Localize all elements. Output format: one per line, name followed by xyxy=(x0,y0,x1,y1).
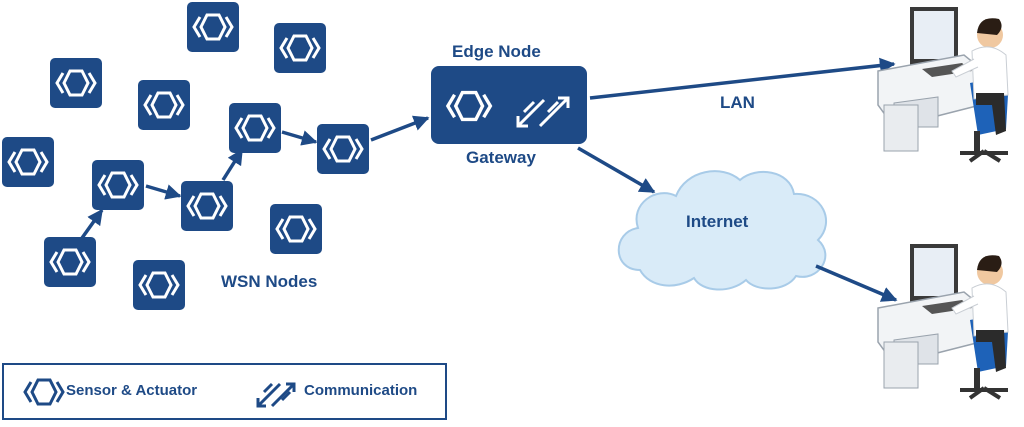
edge-node xyxy=(431,66,587,144)
sensor-node-icon xyxy=(227,101,283,155)
edge-sensor-icon xyxy=(445,90,493,122)
legend-sensor-actuator-label: Sensor & Actuator xyxy=(66,382,198,399)
sensor-node-icon xyxy=(42,235,98,289)
sensor-actuator-icon xyxy=(23,378,65,406)
sensor-node-icon xyxy=(179,179,235,233)
wsn-nodes-label: WSN Nodes xyxy=(221,272,318,291)
legend-communication-label: Communication xyxy=(304,382,418,399)
lan-label: LAN xyxy=(720,93,755,112)
edge-node-label: Edge Node xyxy=(452,42,541,61)
sensor-node-icon xyxy=(272,21,328,75)
wsn-chain-arrows xyxy=(80,115,430,240)
sensor-node-icon xyxy=(136,78,192,132)
workstation-internet-icon xyxy=(876,242,1010,400)
lan-arrow xyxy=(589,57,896,100)
legend: Sensor & Actuator Communication xyxy=(2,363,447,420)
wsn-nodes xyxy=(0,0,371,312)
internet-to-workstation-arrow xyxy=(815,264,898,302)
communication-icon xyxy=(256,382,296,408)
arrow-node5-edge xyxy=(370,115,430,142)
internet-cloud xyxy=(617,170,828,291)
edge-communication-icon xyxy=(516,96,570,128)
arrow-node2-node3 xyxy=(145,184,182,200)
sensor-node-icon xyxy=(268,202,324,256)
internet-label: Internet xyxy=(686,212,749,231)
sensor-node-icon xyxy=(315,122,371,176)
arrow-node1-node2 xyxy=(80,208,104,240)
arrow-node3-node4 xyxy=(221,148,244,181)
sensor-node-icon xyxy=(185,0,241,54)
gateway-label: Gateway xyxy=(466,148,536,167)
gateway-to-internet-arrow xyxy=(577,146,656,194)
sensor-node-icon xyxy=(0,135,56,189)
sensor-node-icon xyxy=(131,258,187,312)
sensor-node-icon xyxy=(48,56,104,110)
workstation-lan-icon xyxy=(876,5,1010,163)
sensor-node-icon xyxy=(90,158,146,212)
arrow-node4-node5 xyxy=(281,130,318,146)
